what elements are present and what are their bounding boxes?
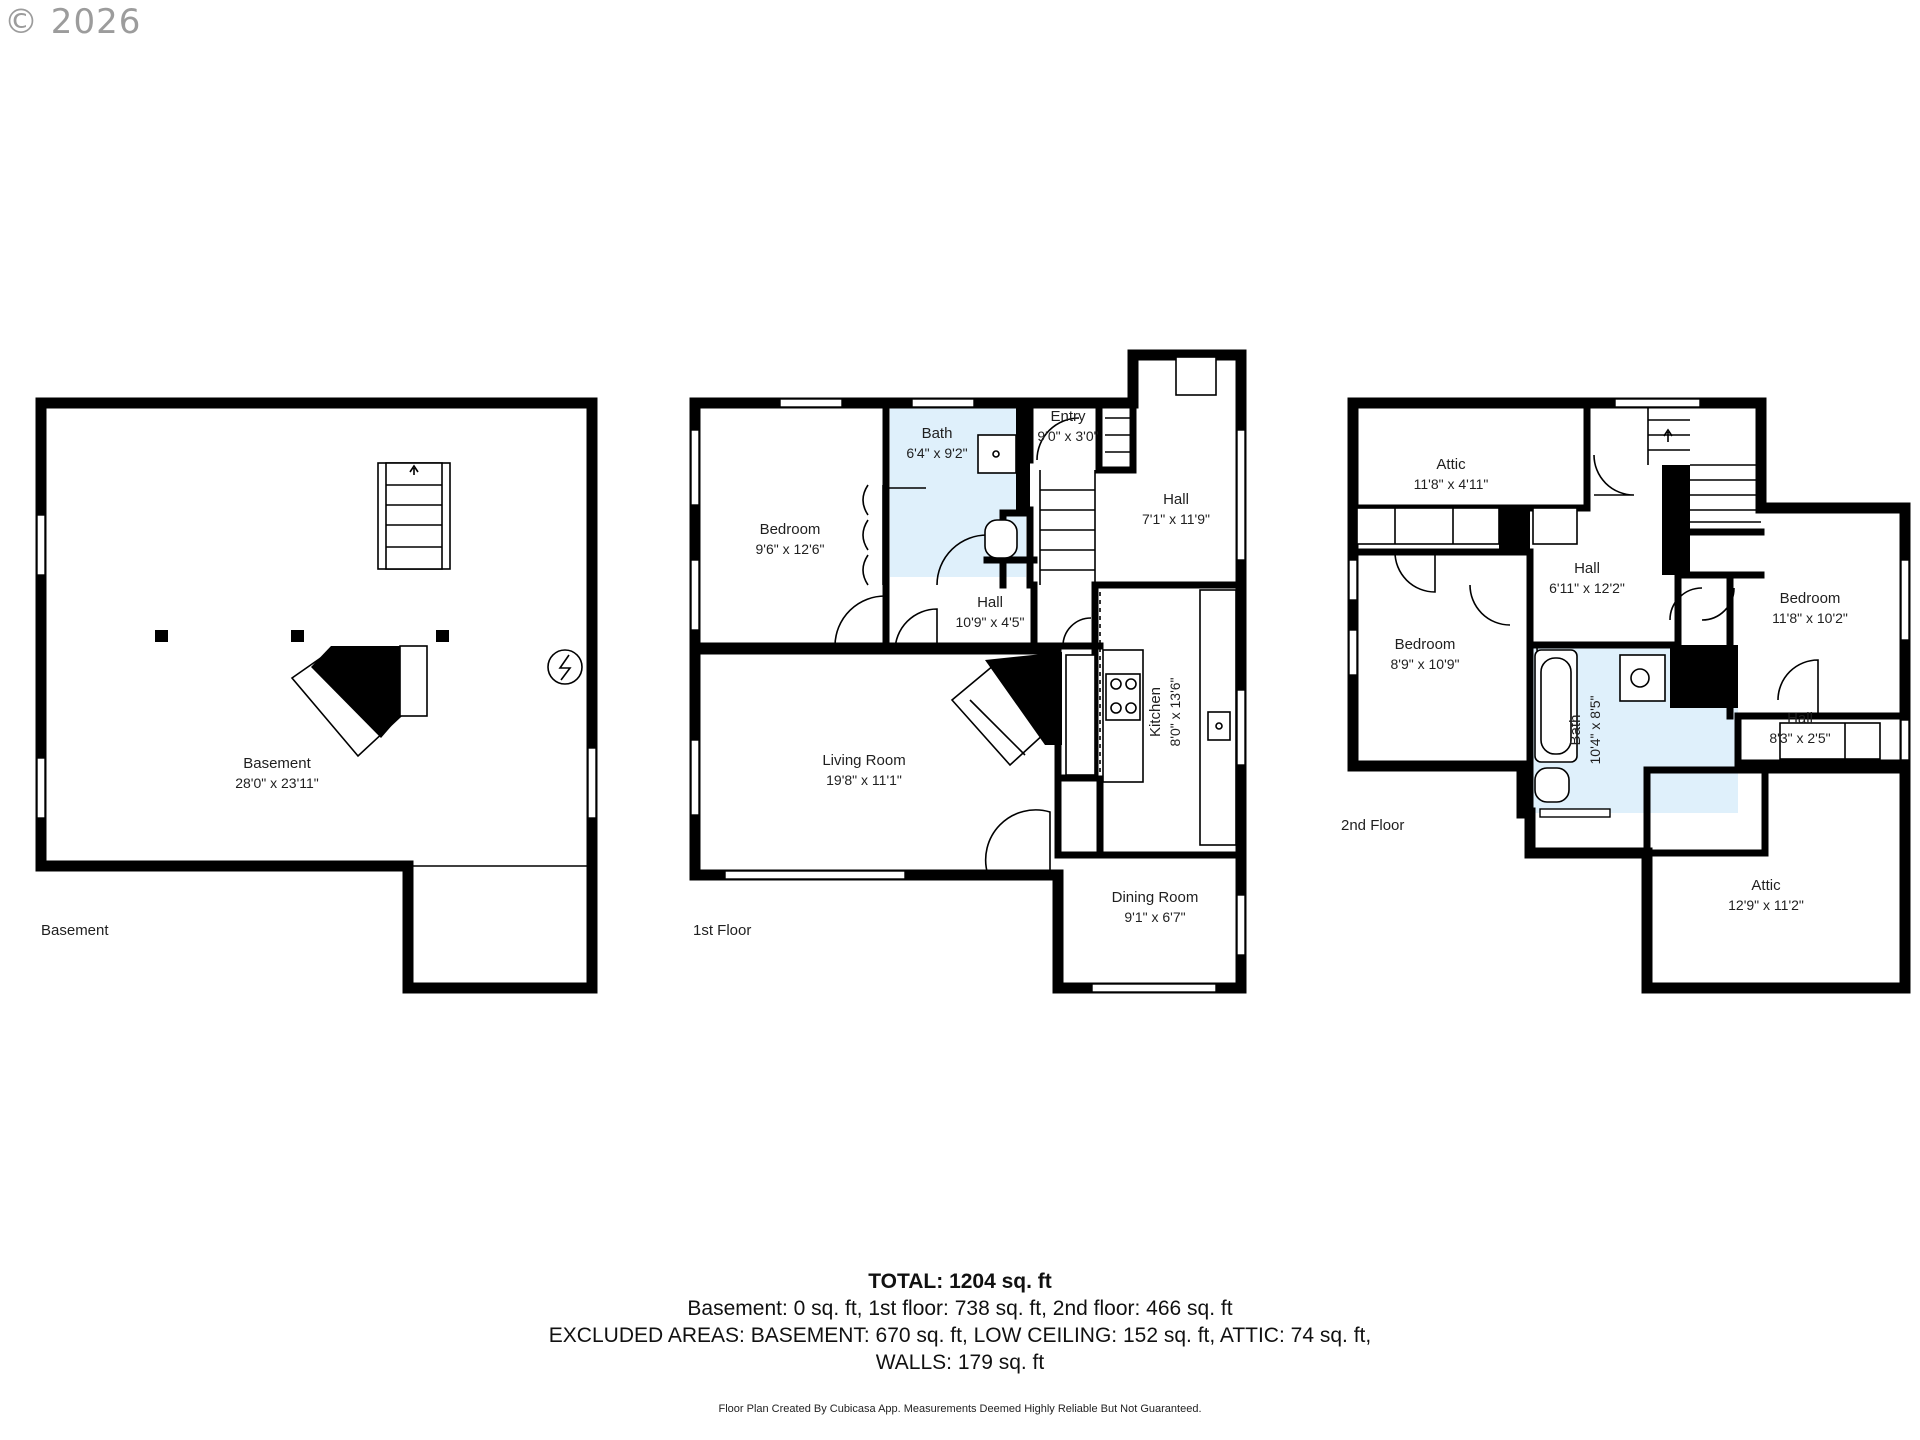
electric-panel-icon — [547, 649, 583, 685]
first-floor-stairs — [1039, 417, 1133, 585]
basement-window — [36, 757, 46, 819]
second-floor-stairs — [1647, 408, 1761, 523]
room-dimensions: 11'8" x 4'11" — [1414, 476, 1489, 492]
support-post — [155, 630, 168, 642]
support-post — [291, 630, 304, 642]
room-name: Bedroom — [1395, 636, 1456, 653]
room-dimensions: 10'4" x 8'5" — [1587, 695, 1603, 764]
room-name: Bath — [922, 425, 953, 442]
room-dimensions: 19'8" x 11'1" — [826, 772, 902, 788]
room-dimensions: 9'0" x 3'0" — [1037, 428, 1098, 444]
living-room-fireplace — [950, 652, 1062, 767]
area-summary: TOTAL: 1204 sq. ft Basement: 0 sq. ft, 1… — [0, 1268, 1920, 1376]
room-dimensions: 8'0" x 13'6" — [1167, 677, 1183, 746]
room-dimensions: 6'11" x 12'2" — [1549, 580, 1625, 596]
room-name: Basement — [243, 755, 311, 772]
room-dimensions: 28'0" x 23'11" — [235, 775, 319, 791]
first-floor-plan — [689, 349, 1247, 994]
room-name: Kitchen — [1147, 687, 1164, 737]
basement-outer-wall — [35, 397, 598, 994]
floor-label-1st-floor: 1st Floor — [693, 922, 751, 939]
room-dimensions: 10'9" x 4'5" — [956, 614, 1025, 630]
room-name: Entry — [1050, 408, 1086, 425]
total-area: TOTAL: 1204 sq. ft — [868, 1270, 1052, 1293]
basement-window — [587, 747, 597, 819]
room-name: Hall — [1574, 560, 1600, 577]
basement-plan — [35, 397, 598, 994]
room-name: Bedroom — [1780, 590, 1841, 607]
room-name: Living Room — [822, 752, 905, 769]
second-floor-plan — [1347, 397, 1911, 994]
basement-window — [36, 514, 46, 576]
room-dimensions: 8'9" x 10'9" — [1391, 656, 1460, 672]
room-dimensions: 12'9" x 11'2" — [1728, 897, 1804, 913]
room-name: Hall — [977, 594, 1003, 611]
floor-label-2nd-floor: 2nd Floor — [1341, 817, 1404, 834]
basement-stairs — [377, 462, 451, 570]
floor-label-basement: Basement — [41, 922, 109, 939]
copyright-watermark: © 2026 — [4, 2, 142, 42]
disclaimer: Floor Plan Created By Cubicasa App. Meas… — [718, 1403, 1202, 1415]
room-dimensions: 11'8" x 10'2" — [1772, 610, 1848, 626]
room-name: Bedroom — [760, 521, 821, 538]
room-dimensions: 6'4" x 9'2" — [906, 445, 967, 461]
floor-areas: Basement: 0 sq. ft, 1st floor: 738 sq. f… — [687, 1297, 1233, 1320]
room-dimensions: 8'3" x 2'5" — [1769, 730, 1830, 746]
room-name: Attic — [1436, 456, 1466, 473]
room-name: Bath — [1567, 715, 1584, 746]
room-name: Dining Room — [1112, 889, 1199, 906]
room-name: Hall — [1787, 710, 1813, 727]
basement-chimney — [290, 645, 428, 758]
room-dimensions: 9'6" x 12'6" — [756, 541, 825, 557]
room-name: Hall — [1163, 491, 1189, 508]
room-dimensions: 7'1" x 11'9" — [1142, 511, 1210, 527]
excluded-areas: EXCLUDED AREAS: BASEMENT: 670 sq. ft, LO… — [548, 1324, 1372, 1347]
room-name: Attic — [1751, 877, 1781, 894]
room-dimensions: 9'1" x 6'7" — [1124, 909, 1185, 925]
support-post — [436, 630, 449, 642]
wall-area: WALLS: 179 sq. ft — [875, 1351, 1045, 1374]
